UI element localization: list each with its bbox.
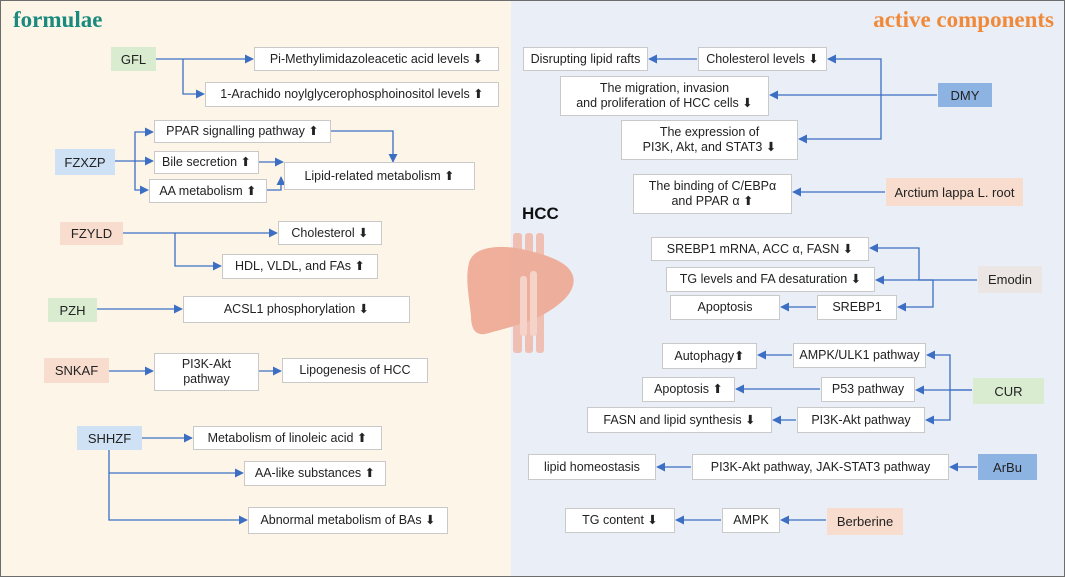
emodin-downstream: Apoptosis [670, 295, 780, 320]
pzh-effect-1: ACSL1 phosphorylation ⬇ [183, 296, 410, 323]
arbu-downstream: lipid homeostasis [528, 454, 656, 480]
fzxzp-outcome: Lipid-related metabolism ⬆ [284, 162, 475, 190]
cur-node: CUR [973, 378, 1044, 404]
arbu-effect-1: PI3K-Akt pathway, JAK-STAT3 pathway [692, 454, 949, 480]
shhzf-effect-2: AA-like substances ⬆ [244, 461, 386, 486]
gfl-effect-2: 1-Arachido noylglycerophosphoinositol le… [205, 82, 499, 107]
emodin-effect-1: SREBP1 mRNA, ACC α, FASN ⬇ [651, 237, 869, 261]
dmy-node: DMY [938, 83, 992, 107]
fzyld-effect-1: Cholesterol ⬇ [278, 221, 382, 245]
cur-effect-1: AMPK/ULK1 pathway [793, 343, 926, 368]
emodin-effect-2: TG levels and FA desaturation ⬇ [666, 267, 875, 292]
cur-effect-2: P53 pathway [821, 377, 915, 402]
fzxzp-effect-1: PPAR signalling pathway ⬆ [154, 120, 331, 143]
shhzf-effect-3: Abnormal metabolism of BAs ⬇ [248, 507, 448, 534]
berberine-downstream: TG content ⬇ [565, 508, 675, 533]
pzh-node: PZH [48, 298, 97, 322]
emodin-node: Emodin [978, 266, 1042, 293]
liver-icon [467, 233, 574, 353]
berberine-node: Berberine [827, 508, 903, 535]
emodin-effect-3: SREBP1 [817, 295, 897, 320]
cur-downstream-3: FASN and lipid synthesis ⬇ [587, 407, 772, 433]
fzxzp-effect-2: Bile secretion ⬆ [154, 151, 259, 174]
dmy-effect-3: The expression of PI3K, Akt, and STAT3 ⬇ [621, 120, 798, 160]
connectors [97, 54, 977, 525]
gfl-node: GFL [111, 47, 156, 71]
cur-effect-3: PI3K-Akt pathway [797, 407, 925, 433]
active-components-title: active components [873, 7, 1054, 32]
cur-downstream-1: Autophagy⬆ [662, 343, 757, 369]
dmy-downstream: Disrupting lipid rafts [523, 47, 648, 71]
dmy-effect-2: The migration, invasion and proliferatio… [560, 76, 769, 116]
snkaf-outcome: Lipogenesis of HCC [282, 358, 428, 383]
snkaf-node: SNKAF [44, 358, 109, 383]
arbu-node: ArBu [978, 454, 1037, 480]
fzxzp-node: FZXZP [55, 149, 115, 175]
gfl-effect-1: Pi-Methylimidazoleacetic acid levels ⬇ [254, 47, 499, 71]
hcc-label: HCC [522, 204, 559, 223]
cur-downstream-2: Apoptosis ⬆ [642, 377, 735, 402]
fzxzp-effect-3: AA metabolism ⬆ [149, 179, 267, 203]
formulae-title: formulae [13, 7, 103, 32]
shhzf-node: SHHZF [77, 426, 142, 450]
berberine-effect-1: AMPK [722, 508, 780, 533]
shhzf-effect-1: Metabolism of linoleic acid ⬆ [193, 426, 382, 450]
fzyld-node: FZYLD [60, 222, 123, 245]
arctium-node: Arctium lappa L. root [886, 178, 1023, 206]
snkaf-pathway: PI3K-Akt pathway [154, 353, 259, 391]
arctium-effect-1: The binding of C/EBPα and PPAR α ⬆ [633, 174, 792, 214]
dmy-effect-1: Cholesterol levels ⬇ [698, 47, 827, 71]
fzyld-effect-2: HDL, VLDL, and FAs ⬆ [222, 254, 378, 279]
